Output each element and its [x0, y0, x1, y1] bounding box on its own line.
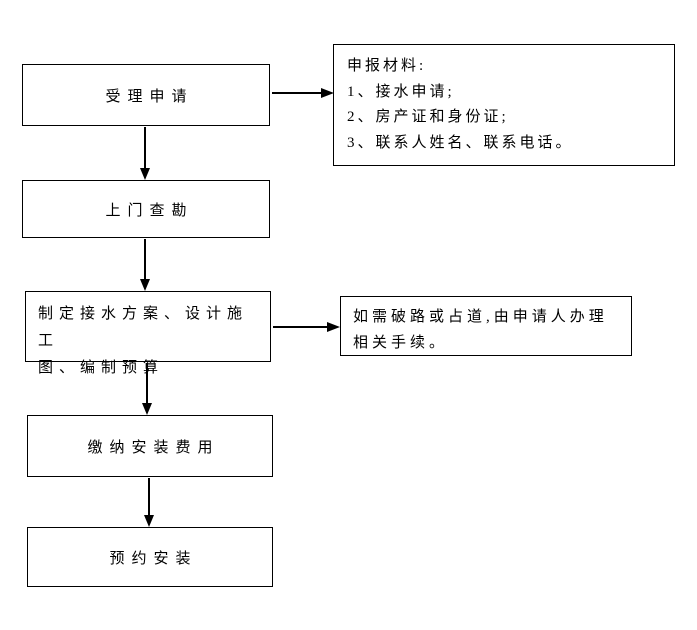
- flow-box-label: 缴纳安装费用: [87, 439, 220, 456]
- note-line: 3、联系人姓名、联系电话。: [347, 134, 574, 151]
- arrow-step2-to-step3: [140, 239, 150, 291]
- flow-box-onsite-survey: 上门查勘: [22, 180, 270, 238]
- note-line: 申报材料:: [347, 58, 427, 74]
- arrow-step4-to-step5: [144, 478, 154, 527]
- note-line: 1、接水申请;: [347, 83, 455, 100]
- note-line: 相关手续。: [353, 335, 449, 351]
- flow-box-pay-installation-fee: 缴纳安装费用: [27, 415, 273, 477]
- flow-box-label: 预约安装: [109, 550, 198, 567]
- note-box-road-permit: 如需破路或占道,由申请人办理 相关手续。: [340, 296, 632, 356]
- note-line: 2、房产证和身份证;: [347, 109, 509, 125]
- flow-box-label: 上门查勘: [105, 202, 194, 219]
- note-line: 如需破路或占道,由申请人办理: [353, 309, 608, 325]
- flow-box-accept-application: 受理申请: [22, 64, 270, 126]
- arrow-step1-to-materials-note: [272, 88, 334, 98]
- arrow-step3-to-road-note: [273, 322, 340, 332]
- flow-box-label-line: 图、编制预算: [38, 360, 165, 376]
- flow-box-label: 受理申请: [105, 88, 194, 105]
- flow-box-label-line: 制定接水方案、设计施工: [38, 306, 249, 349]
- flow-box-make-plan: 制定接水方案、设计施工 图、编制预算: [25, 291, 271, 376]
- arrow-step3-to-step4: [142, 363, 152, 415]
- note-box-application-materials: 申报材料: 1、接水申请; 2、房产证和身份证; 3、联系人姓名、联系电话。: [333, 44, 675, 166]
- flow-box-schedule-installation: 预约安装: [27, 527, 273, 587]
- arrow-step1-to-step2: [140, 127, 150, 180]
